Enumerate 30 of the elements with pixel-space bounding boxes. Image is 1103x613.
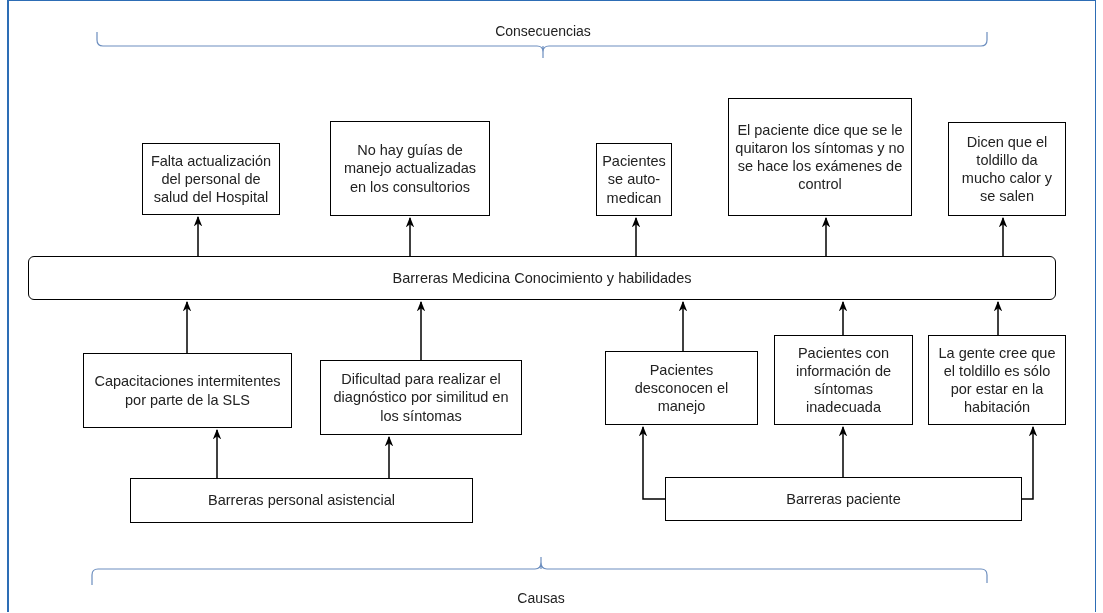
arrow [838,425,848,478]
arrow [416,300,426,361]
process-box: Capacitaciones intermitentes por parte de la SLS [83,353,292,428]
process-box: No hay guías de manejo actualizadas en los consultorios [330,121,490,216]
arrow [993,300,1003,336]
process-box: Barreras paciente [665,477,1022,521]
process-box: Pacientes se auto-medican [596,143,672,216]
arrow [998,216,1008,257]
arrow [631,216,641,257]
arrow [638,425,666,500]
process-box: Dicen que el toldillo da mucho calor y se salen [948,122,1066,216]
brace-label: Causas [517,589,565,608]
arrow [384,435,394,479]
arrow [1021,425,1038,500]
arrow [678,300,688,352]
process-box: Pacientes con información de síntomas inadecuada [774,335,913,425]
arrow [405,216,415,257]
arrow [193,215,203,257]
process-box: Dificultad para realizar el diagnóstico por similitud en los síntomas [320,360,522,435]
central-box: Barreras Medicina Conocimiento y habilidades [28,256,1056,300]
arrow [212,428,222,479]
arrow [182,300,192,354]
arrow [821,216,831,257]
arrow [838,300,848,336]
process-box: Pacientes desconocen el manejo [605,351,758,425]
brace-label: Consecuencias [495,22,591,41]
process-box: La gente cree que el toldillo es sólo por estar en la habitación [928,335,1066,425]
process-box: Barreras personal asistencial [130,478,473,523]
process-box: Falta actualización del personal de salud del Hospital [142,143,280,215]
process-box: El paciente dice que se le quitaron los síntomas y no se hace los exámenes de control [728,98,912,216]
